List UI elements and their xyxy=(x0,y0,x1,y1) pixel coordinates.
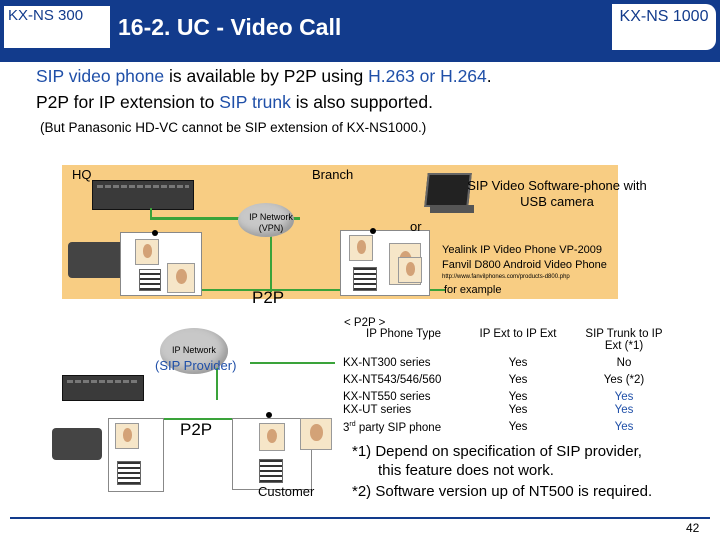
sip-trunk-text: SIP trunk xyxy=(219,92,291,112)
vpn-cloud-icon xyxy=(238,203,294,237)
or-label: or xyxy=(410,219,422,234)
fanvil-url: http://www.fanvilphones.com/products-d80… xyxy=(442,274,570,280)
connection-line xyxy=(150,217,300,220)
caller-face-icon xyxy=(349,235,373,261)
ip-network-vpn-label: IP Network (VPN) xyxy=(249,212,293,233)
table-row-type: 3rd party SIP phone xyxy=(343,421,441,434)
intro-period: . xyxy=(486,66,492,86)
branch-label: Branch xyxy=(312,167,354,182)
table-row-trunk: Yes xyxy=(614,421,634,433)
intro-line-1: SIP video phone is available by P2P usin… xyxy=(36,66,492,87)
caller-face-icon xyxy=(135,239,159,265)
connection-line xyxy=(270,232,272,292)
connection-line xyxy=(150,208,152,220)
hq-pbx-icon xyxy=(92,180,194,210)
intro-text: is also supported. xyxy=(290,92,433,112)
intro-text: P2P for IP extension to xyxy=(36,92,220,112)
camera-icon xyxy=(152,230,158,236)
laptop-base-icon xyxy=(430,205,474,213)
camera-icon xyxy=(266,412,272,418)
table-row-type: KX-NT543/546/560 xyxy=(343,374,442,386)
customer-pbx-icon xyxy=(62,375,144,401)
codec-text: H.263 or H.264 xyxy=(368,66,487,86)
table-row-ext: Yes xyxy=(508,404,528,416)
product-code-right-text: KX-NS 1000 xyxy=(619,8,709,25)
customer-video-phone-icon xyxy=(232,418,312,490)
ordinal-suffix: rd xyxy=(349,421,356,428)
caller-face-icon xyxy=(115,423,139,449)
yealink-label: Yealink IP Video Phone VP-2009 xyxy=(442,244,603,256)
ip-network-label: IP Network xyxy=(172,345,216,355)
product-code-left: KX-NS 300 xyxy=(4,6,110,48)
sip-video-phone-text: SIP video phone xyxy=(36,66,165,86)
table-row-type: KX-UT series xyxy=(343,404,412,416)
third-party-text: party SIP phone xyxy=(355,421,442,434)
table-row-ext: Yes xyxy=(508,391,528,403)
page-title: 16-2. UC - Video Call xyxy=(118,14,342,40)
note-2: *2) Software version up of NT500 is requ… xyxy=(352,483,653,500)
table-row-trunk: No xyxy=(616,357,632,369)
keypad-icon xyxy=(259,459,283,483)
camera-icon xyxy=(370,228,376,234)
page-number: 42 xyxy=(686,521,700,535)
sip-provider-label: (SIP Provider) xyxy=(155,358,237,373)
p2p-label-top: P2P xyxy=(252,288,285,307)
caller-face-icon xyxy=(259,423,285,451)
header-bar xyxy=(0,0,720,62)
table-row-trunk: Yes xyxy=(614,404,634,416)
keypad-icon xyxy=(353,267,377,291)
header-ip-ext: IP Ext to IP Ext xyxy=(479,328,557,340)
intro-line-2: P2P for IP extension to SIP trunk is als… xyxy=(36,92,433,113)
hq-label: HQ xyxy=(72,167,92,182)
for-example-label: for example xyxy=(444,284,502,296)
table-row-ext: Yes xyxy=(508,357,528,369)
table-row-trunk: Yes (*2) xyxy=(603,374,645,386)
video-phone-icon xyxy=(108,418,164,492)
header-ip-phone-type: IP Phone Type xyxy=(366,328,442,340)
table-row-ext: Yes xyxy=(508,374,528,386)
header-sip-trunk: SIP Trunk to IP Ext (*1) xyxy=(585,328,663,352)
table-row-trunk: Yes xyxy=(614,391,634,403)
p2p-line xyxy=(185,289,445,291)
caller-face-icon xyxy=(167,263,195,293)
connection-line xyxy=(250,362,335,364)
connection-line xyxy=(216,345,218,400)
desk-phone-icon xyxy=(52,428,102,460)
footer-divider xyxy=(10,517,710,519)
table-row-type: KX-NT550 series xyxy=(343,391,431,403)
keypad-icon xyxy=(117,461,141,485)
softphone-label: SIP Video Software-phone with USB camera xyxy=(467,178,647,209)
note-1-continued: this feature does not work. xyxy=(378,462,554,479)
fanvil-label: Fanvil D800 Android Video Phone xyxy=(442,259,607,271)
intro-text: is available by P2P using xyxy=(164,66,369,86)
desk-phone-icon xyxy=(68,242,126,278)
video-phone-icon xyxy=(120,232,202,296)
intro-note: (But Panasonic HD-VC cannot be SIP exten… xyxy=(40,120,427,135)
p2p-label-bottom: P2P xyxy=(180,420,213,439)
video-phone-thumbnail-icon xyxy=(398,257,422,283)
third-number: 3 xyxy=(343,421,350,434)
p2p-line xyxy=(160,418,260,420)
product-code-right: KX-NS 1000 xyxy=(612,4,716,50)
person-on-phone-icon xyxy=(300,418,332,450)
keypad-icon xyxy=(139,269,161,291)
table-row-ext: Yes xyxy=(508,421,528,433)
compatibility-table: IP Phone Type IP Ext to IP Ext SIP Trunk… xyxy=(340,324,700,436)
table-row-type: KX-NT300 series xyxy=(343,357,431,369)
customer-label: Customer xyxy=(258,484,315,499)
table-caption: < P2P > xyxy=(344,317,386,329)
note-1: *1) Depend on specification of SIP provi… xyxy=(352,443,642,460)
ip-network-cloud-icon xyxy=(160,328,228,374)
